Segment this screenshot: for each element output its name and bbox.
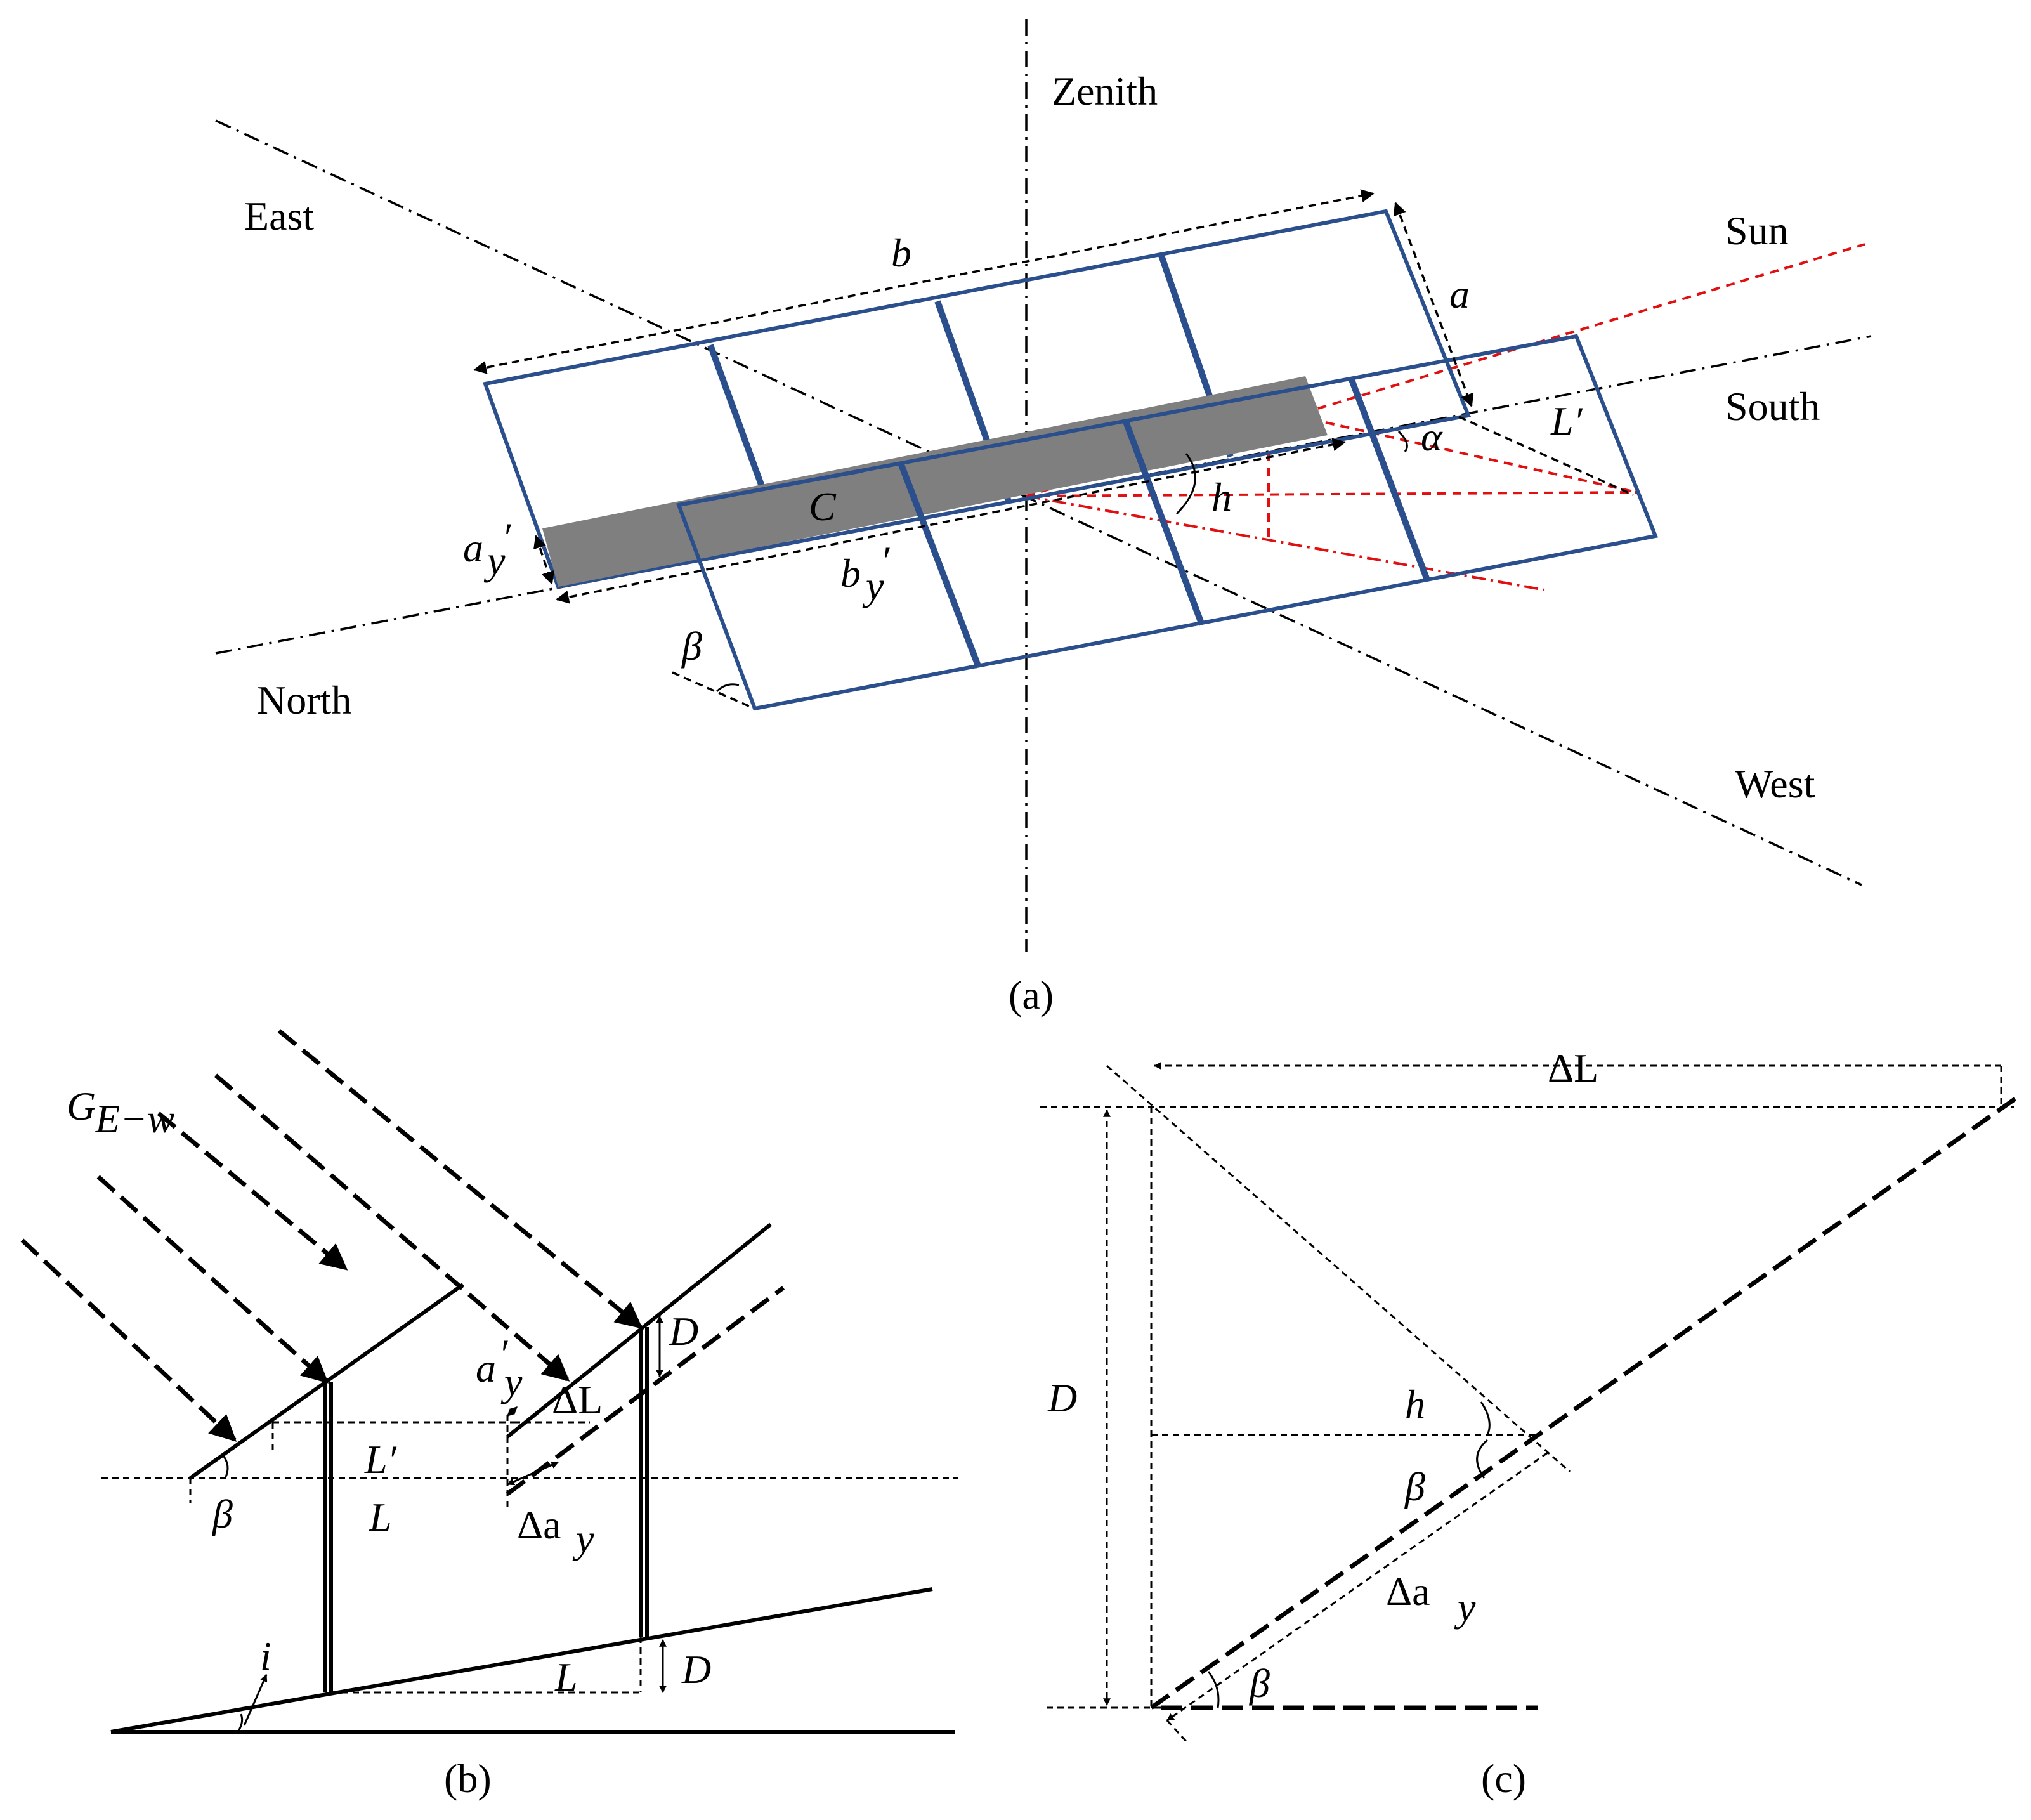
dim-ay-prime-b [506,1406,518,1417]
i-arc [237,1713,244,1732]
dim-i [243,1673,268,1726]
symbol-beta-upper-c: β [1404,1464,1425,1509]
symbol-L-bottom: L [554,1654,578,1699]
panel-b: G E−w a ′ y D ΔL L′ L β Δa y i L D (b) [20,1029,958,1801]
svg-text:y: y [862,563,884,608]
alpha-arc [1397,430,1408,452]
svg-text:′: ′ [504,514,513,560]
diag-thin-c [1106,1064,1571,1473]
beta-arc-b [221,1453,229,1479]
symbol-delta-L-b: ΔL [552,1377,603,1422]
lower-divider-3 [1348,377,1430,581]
symbol-D-c: D [1047,1375,1077,1420]
symbol-D-top: D [669,1309,698,1354]
ground-slope [110,1587,933,1734]
label-north: North [257,678,351,723]
symbol-b: b [891,230,911,275]
symbol-G: G E−w [67,1083,174,1141]
symbol-by-prime: b y ′ [840,538,892,608]
beta-arc-c-lower [1207,1671,1220,1708]
ray-b-3 [157,1111,348,1271]
dim-a [1393,202,1474,407]
dim-delta-ay-b [506,1461,559,1486]
beta-arc-a [715,683,740,693]
symbol-alpha: α [1421,414,1443,459]
svg-text:E−w: E−w [95,1096,174,1141]
symbol-delta-ay-c: Δa y [1386,1569,1476,1630]
label-west: West [1735,761,1815,806]
beta-ref-line [672,671,752,709]
module-b-1 [189,1283,464,1480]
caption-c: (c) [1481,1756,1526,1801]
svg-text:y: y [500,1359,523,1404]
svg-text:Δa: Δa [517,1502,561,1547]
symbol-delta-ay-b: Δa y [517,1502,594,1561]
symbol-beta-b: β [211,1491,233,1536]
svg-text:G: G [67,1083,96,1129]
dim-by [555,438,1347,604]
caption-b: (b) [444,1756,492,1801]
symbol-C: C [809,484,837,529]
symbol-h: h [1211,475,1232,520]
symbol-beta-a: β [681,624,702,669]
ray-b-5 [277,1029,643,1329]
label-zenith: Zenith [1052,69,1158,114]
dim-b [473,189,1375,374]
beta-arc-c-upper [1476,1439,1488,1479]
symbol-delta-L-c: ΔL [1548,1045,1598,1090]
lower-tick-c [1166,1719,1187,1743]
panel-c: ΔL D h β Δa y β (c) [1040,1045,2019,1801]
symbol-beta-lower-c: β [1248,1661,1270,1706]
east-west-axis [215,119,1862,886]
symbol-L-b: L [369,1495,392,1540]
svg-text:a: a [476,1345,496,1391]
caption-a: (a) [1009,972,1054,1018]
svg-text:y: y [1454,1585,1476,1630]
symbol-D-bottom: D [681,1647,711,1692]
label-south: South [1725,384,1820,429]
symbol-i: i [260,1633,271,1679]
module-thick-c [1149,1096,2019,1710]
symbol-a: a [1449,272,1470,317]
svg-text:b: b [840,551,861,596]
symbol-ay-prime-b: a ′ y [476,1331,523,1404]
panel-a: Zenith East North West Sun South b a α L… [215,19,1872,1018]
svg-text:′: ′ [883,538,892,583]
svg-text:y: y [572,1516,594,1561]
label-sun: Sun [1725,208,1789,253]
svg-text:y: y [483,538,506,583]
dim-L-prime [1458,416,1634,496]
h-arc-c [1480,1401,1491,1436]
sun-ray-south [1026,495,1545,591]
dim-ay [533,535,554,585]
lower-panel-row [676,334,1659,711]
label-east: East [244,193,314,239]
svg-text:′: ′ [501,1331,510,1376]
symbol-h-c: h [1405,1382,1425,1427]
symbol-ay-prime: a y ′ [463,514,513,583]
svg-text:Δa: Δa [1386,1569,1430,1614]
sun-ray-lower [1026,491,1637,497]
ray-b-2 [96,1175,329,1384]
delta-ay-line-c [1166,1451,1548,1722]
symbol-L-prime: L′ [1550,398,1583,443]
symbol-L-prime-b: L′ [364,1437,397,1482]
ray-b-4 [214,1073,570,1382]
h-arc [1175,453,1196,515]
svg-text:a: a [463,525,483,570]
ray-b-1 [20,1238,237,1442]
